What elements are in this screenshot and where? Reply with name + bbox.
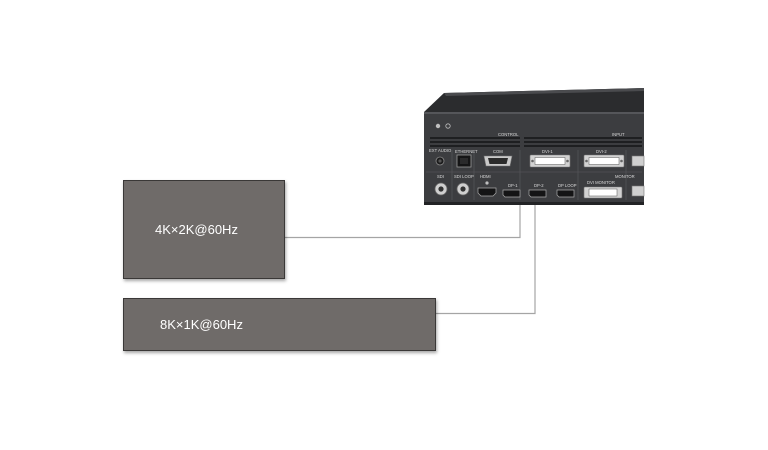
display-4k-panel: 4K×2K@60Hz	[123, 180, 285, 279]
port-label-dp1: DP-1	[508, 183, 518, 188]
dp1-port	[502, 189, 521, 198]
display-4k-label: 4K×2K@60Hz	[155, 222, 238, 237]
port-label-dvi2: DVI-2	[596, 149, 607, 154]
port-label-dvi-monitor: DVI MONITOR	[587, 180, 615, 185]
display-8k-label: 8K×1K@60Hz	[160, 317, 243, 332]
partial-port-right-top	[631, 155, 645, 167]
display-8k-panel: 8K×1K@60Hz	[123, 298, 436, 351]
port-label-ethernet: ETHERNET	[455, 149, 478, 154]
cable-dp2-to-8k-display	[434, 200, 536, 315]
cable-dp1-to-4k-display	[284, 200, 521, 239]
ground-icon	[445, 123, 451, 129]
section-label-audio: EXT AUDIO	[429, 148, 452, 153]
vent-grille-left	[430, 137, 520, 147]
port-label-dvi1: DVI-1	[542, 149, 553, 154]
vent-grille-right	[524, 137, 642, 147]
section-label-monitor: MONITOR	[615, 174, 635, 179]
port-label-sdi-loop: SDI LOOP	[454, 174, 474, 179]
dp-loop-port	[556, 189, 575, 198]
video-processor-device: CONTROL INPUT MONITOR EXT AUDIO ETHERNET…	[424, 88, 645, 205]
power-indicator-icon	[435, 123, 441, 129]
section-label-control: CONTROL	[498, 132, 519, 137]
port-label-dp-loop: DP LOOP	[558, 183, 577, 188]
port-label-hdmi: HDMI	[480, 174, 491, 179]
hdmi-indicator-icon	[485, 181, 489, 185]
partial-port-right-bottom	[631, 185, 645, 197]
section-label-input: INPUT	[612, 132, 625, 137]
port-label-sdi: SDI	[437, 174, 444, 179]
port-label-dp2: DP-2	[534, 183, 544, 188]
port-label-com: COM	[493, 149, 503, 154]
hdmi-port	[477, 187, 497, 197]
dp2-port	[528, 189, 547, 198]
